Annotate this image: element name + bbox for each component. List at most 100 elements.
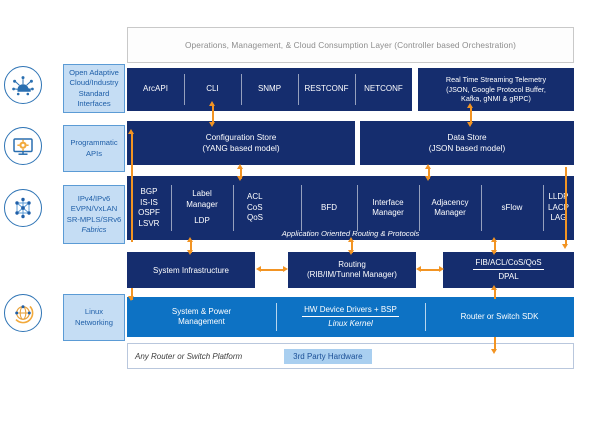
configuration-store-subtitle: (YANG based model) — [202, 144, 280, 153]
telemetry-box[interactable]: Real Time Streaming Telemetry (JSON, Goo… — [418, 68, 574, 111]
protocol-label: BFD — [321, 202, 337, 212]
interface-snmp[interactable]: SNMP — [241, 68, 298, 111]
protocol-label: sFlow — [501, 202, 523, 212]
interfaces-row: ArcAPI CLI SNMP RESTCONF NETCONF — [127, 68, 412, 111]
arrowhead-down — [209, 122, 215, 127]
protocol-label: Interface — [372, 197, 404, 207]
telemetry-detail-2: Kafka, gNMI & gRPC) — [461, 94, 531, 104]
arrow-protocols-sysinfra — [190, 240, 192, 253]
arrowhead-up — [467, 103, 473, 108]
arrowhead-down — [425, 176, 431, 181]
interface-label: RESTCONF — [304, 84, 349, 94]
protocol-label-manager[interactable]: Label Manager LDP — [171, 176, 233, 240]
protocol-adjacency-manager[interactable]: Adjacency Manager — [419, 176, 481, 240]
arrowhead-up — [491, 285, 497, 290]
protocol-sflow[interactable]: sFlow — [481, 176, 543, 240]
arrow-protocols-fib — [494, 240, 496, 253]
data-store-title: Data Store — [447, 133, 487, 142]
protocol-label: OSPF — [138, 208, 160, 217]
orchestration-layer-bar: Operations, Management, & Cloud Consumpt… — [127, 27, 574, 63]
arrow-right-spine-upper — [565, 167, 567, 245]
rail-label-line: EVPN/VxLAN — [70, 204, 118, 214]
protocol-interface-manager[interactable]: Interface Manager — [357, 176, 419, 240]
arrow-interfaces-config — [212, 104, 214, 124]
linux-kernel-row: System & Power Management HW Device Driv… — [127, 297, 574, 337]
arrow-protocols-datastore — [428, 167, 430, 179]
protocol-label: Manager — [186, 199, 218, 209]
rail-label-line: Open Adaptive — [69, 67, 119, 77]
protocol-label: CoS — [247, 202, 263, 212]
arrow-fib-sdk — [494, 288, 496, 299]
protocol-label: LDP — [194, 216, 210, 226]
interface-label: CLI — [206, 84, 219, 94]
protocol-acl-cos-qos[interactable]: ACL CoS QoS — [233, 176, 301, 240]
power-label-1: System & Power — [171, 306, 232, 316]
protocol-label: BGP — [140, 187, 158, 196]
arrowhead-up — [491, 237, 497, 242]
configuration-store-title: Configuration Store — [205, 133, 277, 142]
system-power-management-cell[interactable]: System & Power Management — [127, 297, 276, 337]
platform-row: Any Router or Switch Platform 3rd Party … — [127, 343, 574, 369]
rail-label-line: Standard Interfaces — [77, 88, 111, 108]
globe-network-icon — [4, 294, 42, 332]
arrowhead-down — [467, 122, 473, 127]
arrow-sdk-platform — [494, 337, 496, 351]
interface-restconf[interactable]: RESTCONF — [298, 68, 355, 111]
protocol-routing-protocols[interactable]: BGP IS-IS OSPF LSVR — [127, 176, 171, 240]
rail-item-open-adaptive: Open Adaptive Cloud/Industry Standard In… — [63, 64, 125, 113]
protocol-label: QoS — [247, 213, 264, 223]
rail-label-line: Programmatic — [70, 138, 118, 148]
protocols-row: BGP IS-IS OSPF LSVR Label Manager LDP AC… — [127, 176, 574, 240]
protocol-label: Adjacency — [431, 197, 469, 207]
interface-label: SNMP — [257, 84, 282, 94]
routing-box[interactable]: Routing (RIB/IM/Tunnel Manager) — [288, 252, 416, 288]
data-store-subtitle: (JSON based model) — [428, 144, 506, 153]
arrow-protocols-config — [240, 167, 242, 179]
arrowhead-right — [283, 266, 288, 272]
protocol-bfd[interactable]: BFD — [301, 176, 357, 240]
configuration-store-box[interactable]: Configuration Store (YANG based model) — [127, 121, 355, 165]
third-party-hardware-badge[interactable]: 3rd Party Hardware — [284, 348, 372, 364]
arrowhead-left — [416, 266, 421, 272]
linux-kernel-label: Linux Kernel — [328, 319, 373, 328]
router-switch-sdk-cell[interactable]: Router or Switch SDK — [425, 297, 574, 337]
arrow-telemetry-datastore — [470, 106, 472, 124]
platform-label: Any Router or Switch Platform — [135, 351, 243, 361]
power-label-2: Management — [178, 317, 225, 326]
interface-label: ArcAPI — [143, 84, 168, 94]
interface-netconf[interactable]: NETCONF — [355, 68, 412, 111]
telemetry-title: Real Time Streaming Telemetry — [445, 75, 547, 85]
arrowhead-up — [425, 164, 431, 169]
interface-label: NETCONF — [364, 84, 403, 94]
arrowhead-down — [237, 176, 243, 181]
arrow-protocols-routing — [351, 240, 353, 253]
hw-drivers-cell[interactable]: HW Device Drivers + BSP Linux Kernel — [276, 297, 425, 337]
arrowhead-up — [348, 237, 354, 242]
arrowhead-down — [491, 349, 497, 354]
arrowhead-right — [439, 266, 444, 272]
arrowhead-up — [128, 129, 134, 134]
arrowhead-down — [187, 250, 193, 255]
rail-label-italic: Fabrics — [81, 224, 107, 234]
rail-label-line: APIs — [85, 148, 103, 158]
interface-cli[interactable]: CLI — [184, 68, 241, 111]
protocol-label: ACL — [247, 192, 263, 202]
monitor-gear-icon — [4, 127, 42, 165]
interface-arcapi[interactable]: ArcAPI — [127, 68, 184, 111]
data-store-box[interactable]: Data Store (JSON based model) — [360, 121, 574, 165]
fib-title: FIB/ACL/CoS/QoS — [473, 258, 544, 270]
arrowhead-up — [237, 164, 243, 169]
orchestration-layer-label: Operations, Management, & Cloud Consumpt… — [184, 40, 517, 50]
protocol-label: LAG — [550, 213, 567, 223]
system-infrastructure-box[interactable]: System Infrastructure — [127, 252, 255, 288]
sdk-label: Router or Switch SDK — [460, 311, 539, 321]
protocol-lldp-lacp-lag[interactable]: LLDP LACP LAG — [543, 176, 574, 240]
rail-item-fabrics: IPv4/IPv6 EVPN/VxLAN SR-MPLS/SRv6 Fabric… — [63, 185, 125, 244]
arrow-right-spine-top — [565, 167, 567, 175]
rail-label-line: Networking — [75, 317, 113, 327]
fib-dpal-box[interactable]: FIB/ACL/CoS/QoS DPAL — [443, 252, 574, 288]
rail-label-line: Linux — [84, 307, 104, 317]
hw-drivers-title: HW Device Drivers + BSP — [302, 305, 399, 317]
arrow-sysinfra-linux — [131, 288, 133, 300]
